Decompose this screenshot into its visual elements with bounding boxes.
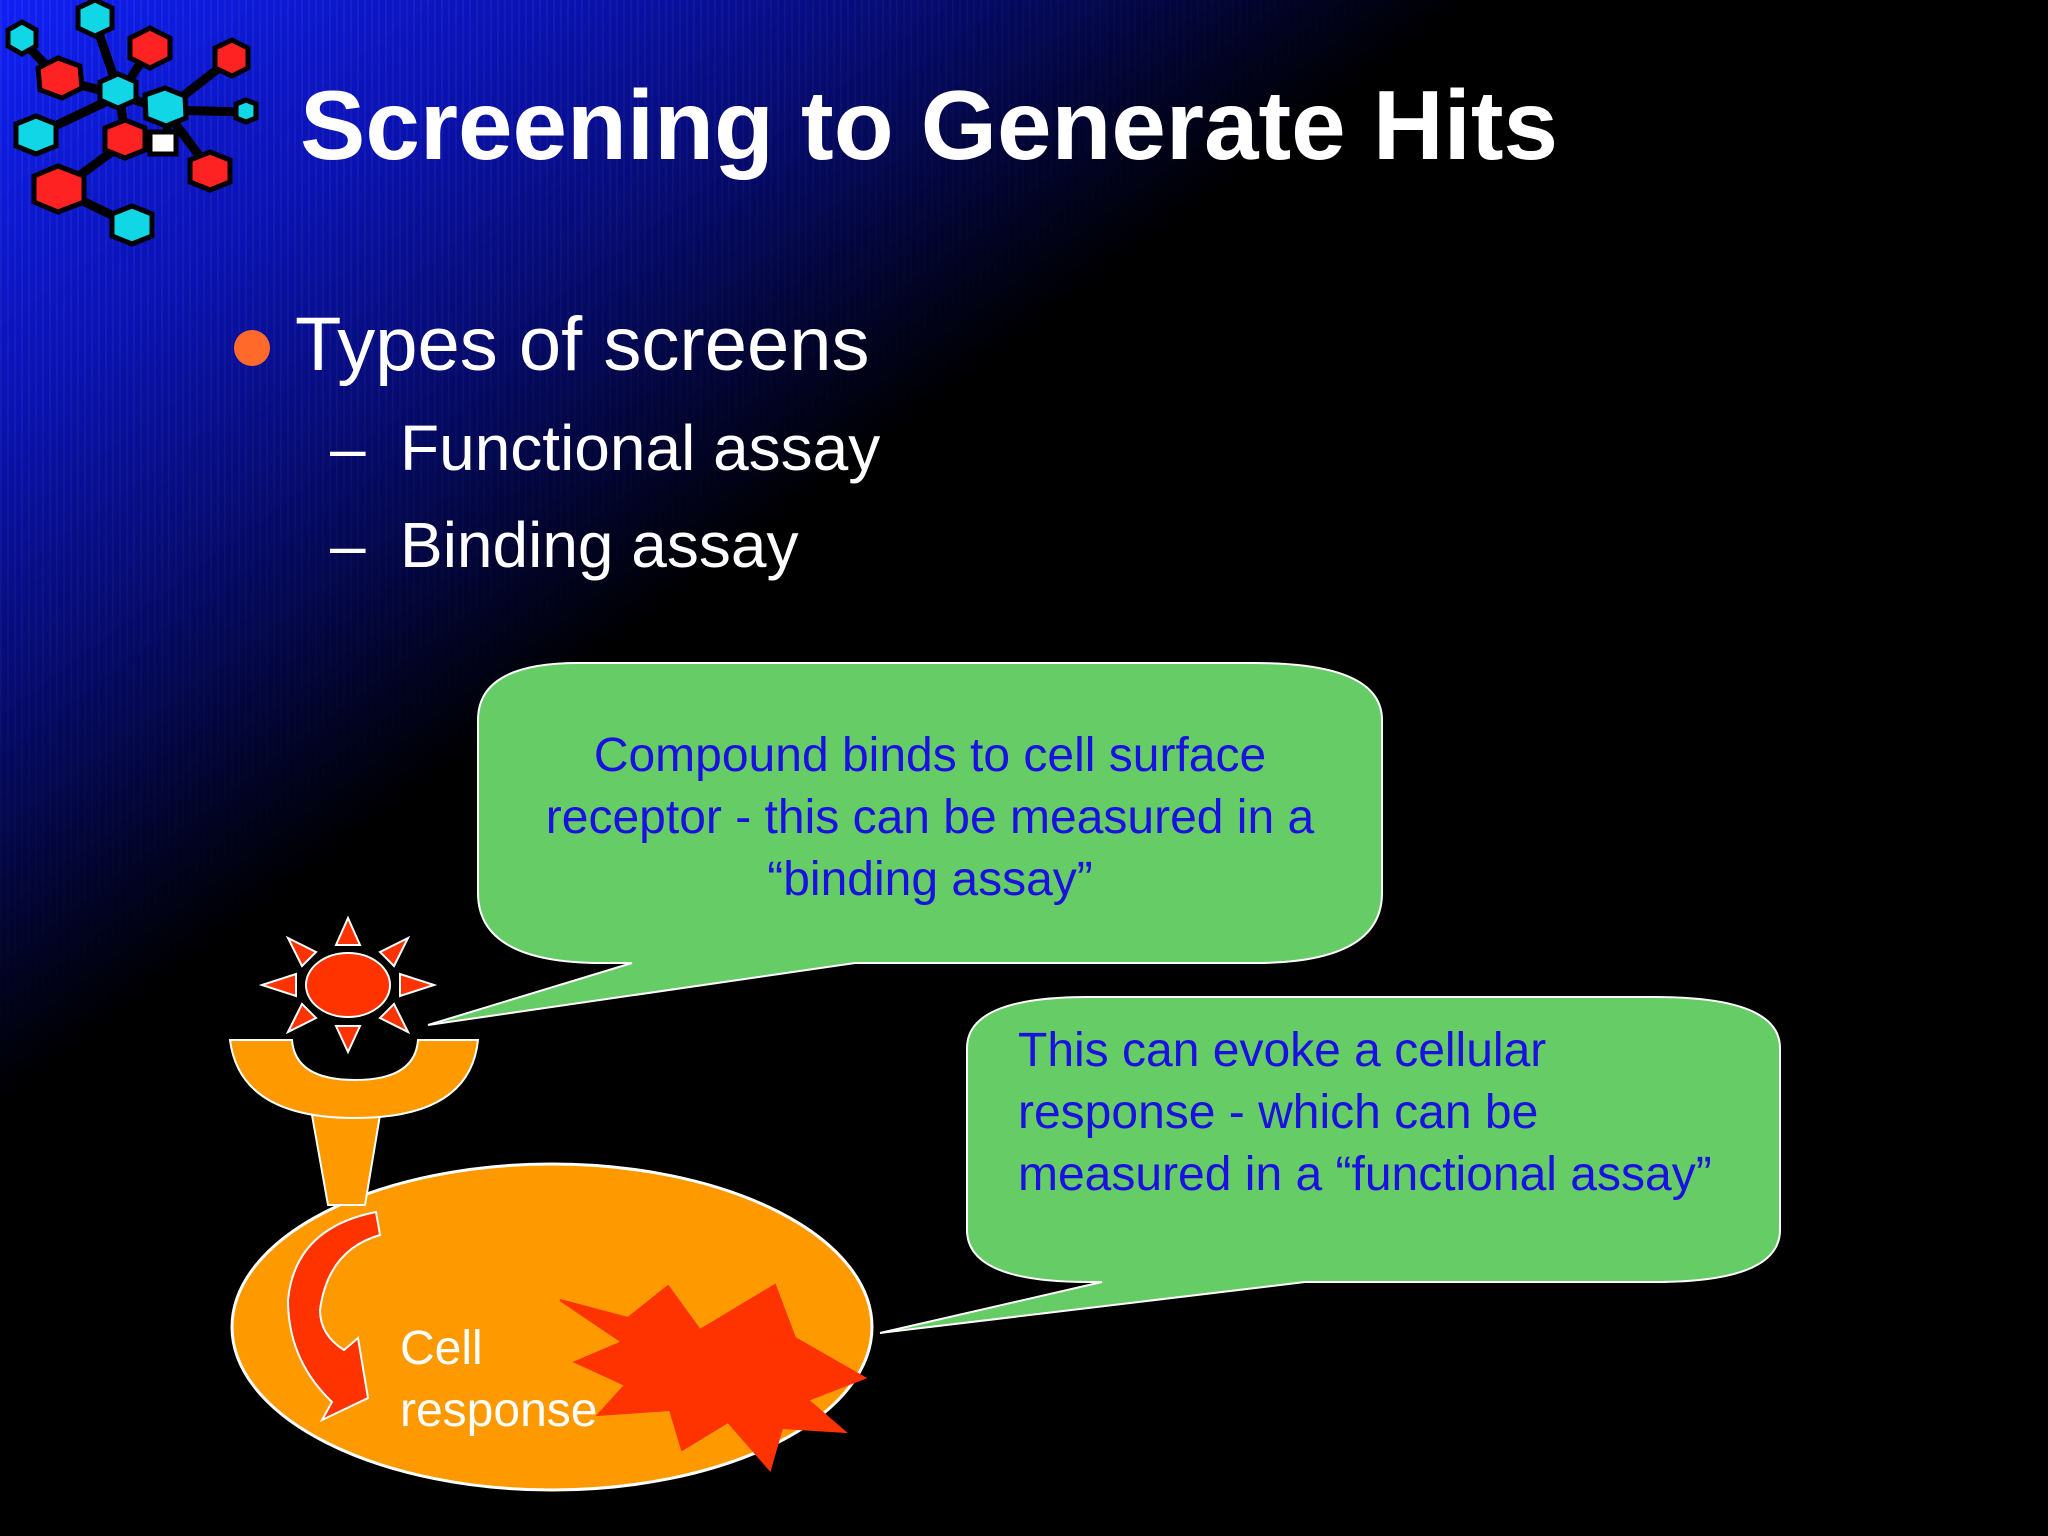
subitem-dash: – [330,412,366,484]
subitem-binding-assay: Binding assay [400,509,799,581]
subitem-functional-assay: Functional assay [400,412,881,484]
burst-icon [559,1283,868,1473]
callout-binding-text: Compound binds to cell surface receptor … [545,729,1315,906]
compound-sun-icon [258,915,438,1055]
molecule-logo-icon [5,0,259,247]
callout-functional-text: This can evoke a cellular response - whi… [1018,1024,1712,1201]
cell-response-label: Cell response [400,1322,598,1437]
receptor-cup-icon [228,1039,480,1120]
callout-functional-bubble [879,996,1781,1334]
callout-binding-bubble [427,662,1383,1026]
bullet-dot [234,330,270,366]
subitem-dash: – [330,509,366,581]
slide-title: Screening to Generate Hits [300,70,1559,180]
bullet-types-of-screens: Types of screens [295,302,870,387]
curved-arrow-icon [286,1210,382,1423]
